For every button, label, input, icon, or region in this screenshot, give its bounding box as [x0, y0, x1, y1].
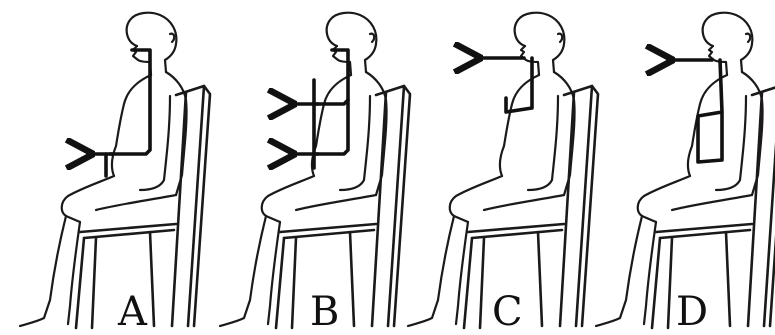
panel-c: C — [408, 13, 598, 335]
airway-path-b — [314, 50, 348, 104]
panel-letter-d: D — [676, 289, 708, 335]
airway-path-c — [506, 58, 532, 112]
airway-path-d — [698, 60, 722, 162]
panel-letter-c: C — [492, 289, 523, 335]
panel-letter-b: B — [310, 289, 339, 335]
airway-path-a — [110, 50, 150, 154]
panel-b: B — [220, 13, 410, 335]
panel-d: D — [596, 13, 775, 335]
panel-a: A — [20, 13, 210, 335]
panel-letter-a: A — [117, 289, 148, 335]
